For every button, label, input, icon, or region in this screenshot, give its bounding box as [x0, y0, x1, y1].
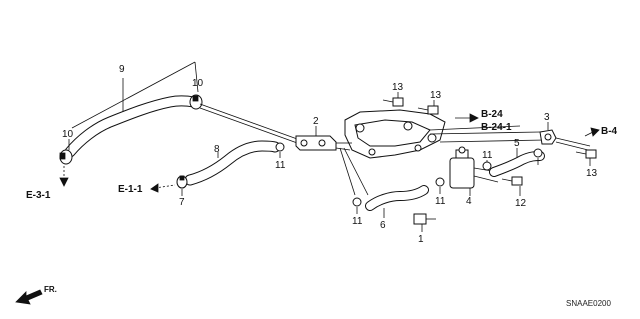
- callout-13-right: 13: [586, 168, 598, 179]
- pipe-3-right-2: [555, 141, 589, 151]
- callout-8: 8: [214, 144, 220, 155]
- arrow-e-3-1: [59, 166, 69, 187]
- joint-2[interactable]: [295, 135, 337, 151]
- clamp-7[interactable]: [176, 175, 188, 189]
- hose-6[interactable]: [365, 185, 429, 211]
- clip-11-left[interactable]: [275, 142, 285, 152]
- drawing-code: SNAAE0200: [566, 299, 611, 308]
- callout-2: 2: [313, 116, 319, 127]
- callout-10-lower: 10: [62, 129, 74, 140]
- ref-b-24[interactable]: B-24: [481, 109, 503, 120]
- clamp-10-upper[interactable]: [189, 94, 203, 110]
- arrow-b-24: [455, 113, 479, 123]
- callout-4: 4: [466, 196, 472, 207]
- clamp-10-lower[interactable]: [59, 149, 73, 165]
- bolt-13-mid[interactable]: [417, 105, 439, 115]
- ref-e-1-1[interactable]: E-1-1: [118, 184, 143, 195]
- clip-11-right-upper[interactable]: [482, 161, 492, 171]
- callout-1: 1: [418, 234, 424, 245]
- callout-5: 5: [514, 138, 520, 149]
- clip-11-mid[interactable]: [435, 177, 445, 187]
- clip-11-right[interactable]: [533, 148, 543, 158]
- arrow-e-1-1: [150, 183, 176, 193]
- hose-5[interactable]: [489, 151, 545, 177]
- pipe-line-upper: [199, 103, 301, 141]
- callout-10-upper: 10: [192, 78, 204, 89]
- callout-9: 9: [119, 64, 125, 75]
- callout-11-left: 11: [275, 160, 286, 171]
- pipe-down-1: [339, 147, 356, 196]
- arrow-b-4: [584, 127, 600, 137]
- bolt-13-left[interactable]: [382, 97, 404, 107]
- pipe-3-right: [555, 137, 591, 147]
- bolt-13-right[interactable]: [575, 149, 597, 159]
- pipe-right-2: [429, 131, 541, 135]
- ref-e-3-1[interactable]: E-3-1: [26, 190, 51, 201]
- front-label: FR.: [44, 285, 57, 294]
- pipe-right-3: [439, 139, 546, 143]
- callout-12: 12: [515, 198, 527, 209]
- ref-b-4[interactable]: B-4: [601, 126, 618, 137]
- callout-6: 6: [380, 220, 386, 231]
- callout-11-mid: 11: [435, 196, 446, 207]
- pipe-joint-bracket-2: [335, 147, 351, 151]
- ref-b-24-1[interactable]: B-24-1: [481, 122, 512, 133]
- hose-9[interactable]: [64, 95, 200, 158]
- callout-7: 7: [179, 197, 185, 208]
- pipe-right-1: [429, 125, 521, 131]
- callout-13-mid: 13: [430, 90, 442, 101]
- front-arrow: FR.: [15, 285, 57, 305]
- bracket-3[interactable]: [539, 129, 557, 145]
- callout-11-right-upper: 11: [482, 150, 493, 161]
- callout-3: 3: [544, 112, 550, 123]
- pipe-down-2: [343, 147, 369, 196]
- hose-8[interactable]: [184, 140, 281, 186]
- callout-13-left: 13: [392, 82, 404, 93]
- leader-10-upper: [194, 61, 199, 93]
- clip-11-lower[interactable]: [352, 197, 362, 207]
- fitting-1[interactable]: [413, 213, 436, 225]
- callout-11-lower: 11: [352, 216, 363, 227]
- leader-9-bracket: [71, 61, 196, 129]
- pipe-line-upper-2: [199, 107, 301, 145]
- bolt-12[interactable]: [501, 176, 523, 186]
- bracket-assembly[interactable]: [344, 109, 446, 159]
